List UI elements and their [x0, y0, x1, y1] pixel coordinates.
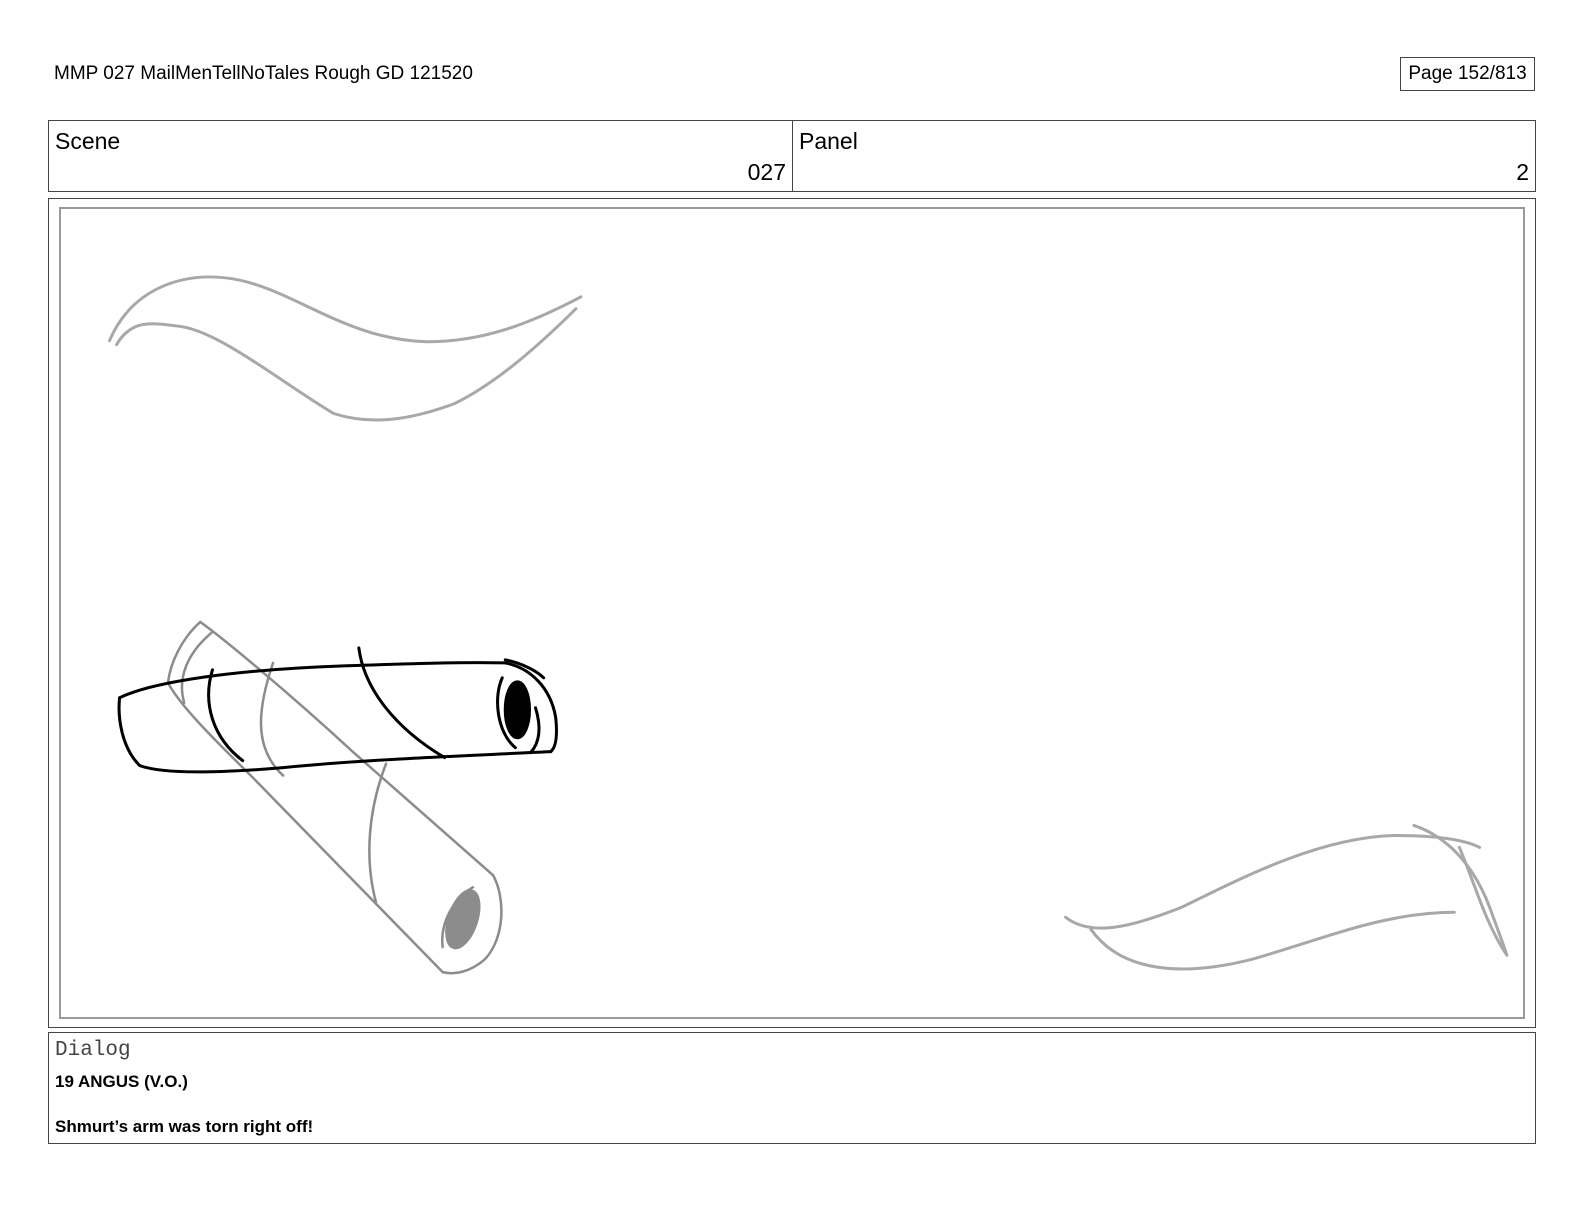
panel-drawing-area: [59, 207, 1525, 1019]
panel-number: 2: [1516, 159, 1529, 185]
dialog-line: Shmurt’s arm was torn right off!: [55, 1117, 314, 1136]
page-counter: Page 152/813: [1400, 57, 1535, 91]
panel-label: Panel: [799, 128, 858, 154]
scene-number: 027: [747, 159, 786, 185]
storyboard-panel: [48, 198, 1536, 1028]
sketch-arm-grey: [166, 620, 503, 975]
sketch-wave-bottom-right: [1064, 823, 1509, 971]
rough-sketch: [107, 275, 1509, 975]
sketch-wave-top-left: [107, 275, 583, 422]
document-title: MMP 027 MailMenTellNoTales Rough GD 1215…: [54, 63, 473, 84]
scene-panel-info: Scene 027 Panel 2: [48, 120, 1536, 192]
dialog-section: Dialog 19 ANGUS (V.O.) Shmurt’s arm was …: [48, 1032, 1536, 1144]
panel-cell: Panel 2: [792, 121, 1535, 191]
dialog-speaker: 19 ANGUS (V.O.): [55, 1072, 188, 1091]
scene-cell: Scene 027: [49, 121, 792, 191]
scene-label: Scene: [55, 128, 121, 154]
sketch-arm-black: [117, 646, 559, 774]
dialog-label: Dialog: [55, 1039, 131, 1062]
